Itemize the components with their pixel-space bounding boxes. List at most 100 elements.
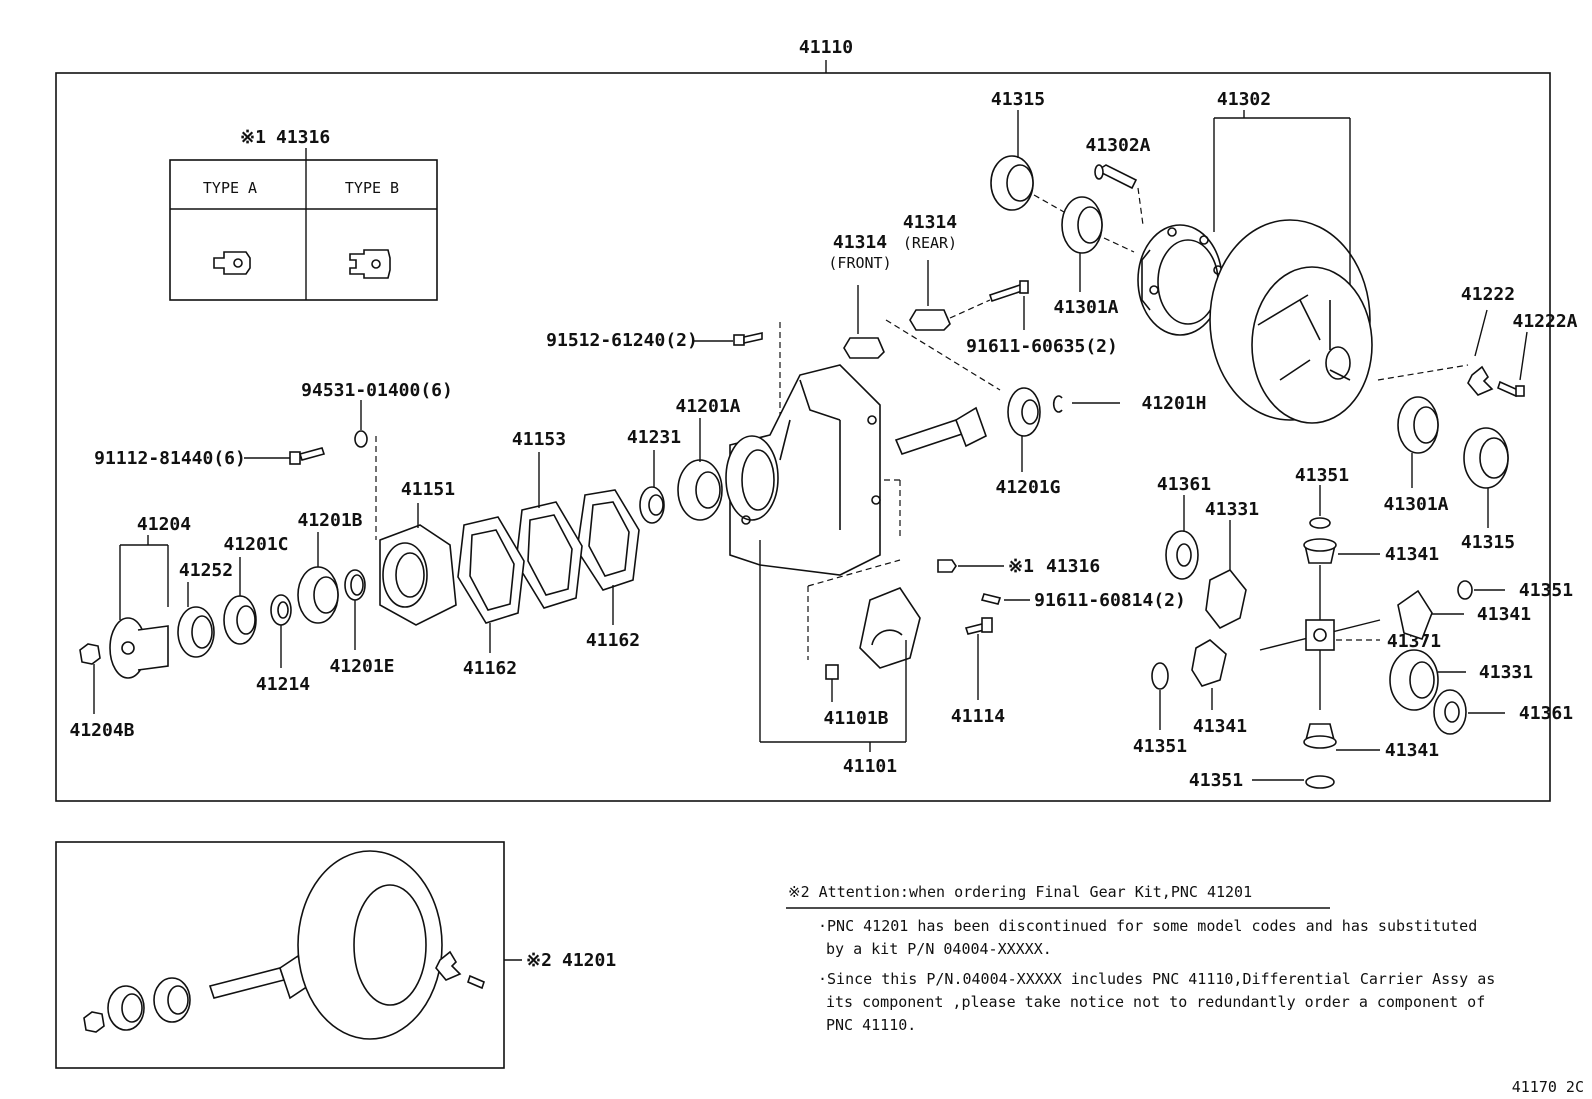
differential-case[interactable] <box>1137 224 1223 336</box>
retainer-41151[interactable] <box>379 524 457 626</box>
label-41361-top[interactable]: 41361 <box>1157 474 1211 495</box>
spacer-41201H[interactable] <box>1052 395 1063 413</box>
label-41222A[interactable]: 41222A <box>1512 311 1577 332</box>
gasket-41162-right[interactable] <box>576 489 640 591</box>
pinion-gear-41341-left[interactable] <box>1191 639 1227 687</box>
label-91611-60814[interactable]: 91611-60814(2) <box>1034 590 1186 611</box>
label-41204[interactable]: 41204 <box>137 514 191 535</box>
label-41351-bottom[interactable]: 41351 <box>1189 770 1243 791</box>
bearing-41201G[interactable] <box>1007 387 1041 437</box>
label-41302[interactable]: 41302 <box>1217 89 1271 110</box>
bolt-91512-61240[interactable] <box>733 332 763 346</box>
label-41316-mid[interactable]: 41316 <box>1046 556 1100 577</box>
washer-41361-top[interactable] <box>1165 530 1199 580</box>
label-41331-right[interactable]: 41331 <box>1479 662 1533 683</box>
label-41222[interactable]: 41222 <box>1461 284 1515 305</box>
nut-41204B[interactable] <box>79 643 101 665</box>
spacer-41231[interactable] <box>639 486 665 524</box>
dowel-41101B[interactable] <box>825 664 839 680</box>
label-41162-right[interactable]: 41162 <box>586 630 640 651</box>
label-41301A-right[interactable]: 41301A <box>1383 494 1448 515</box>
label-41204B[interactable]: 41204B <box>69 720 134 741</box>
label-41201[interactable]: 41201 <box>562 950 616 971</box>
washer-41361-right[interactable] <box>1433 689 1467 735</box>
label-41201C[interactable]: 41201C <box>223 534 288 555</box>
label-41201G[interactable]: 41201G <box>995 477 1060 498</box>
label-41201H[interactable]: 41201H <box>1141 393 1206 414</box>
label-41341-bottom[interactable]: 41341 <box>1385 740 1439 761</box>
bearing-cap-assy[interactable] <box>859 587 921 669</box>
bolt-41302A[interactable] <box>1094 164 1138 190</box>
drive-pinion[interactable] <box>894 406 987 455</box>
flange-41204[interactable] <box>109 617 169 679</box>
label-41101B[interactable]: 41101B <box>823 708 888 729</box>
bearing-41201B[interactable] <box>297 566 339 624</box>
washer-94531-01400[interactable] <box>354 430 368 448</box>
label-41302A[interactable]: 41302A <box>1085 135 1150 156</box>
seal-41252[interactable] <box>177 606 215 658</box>
washer-41214[interactable] <box>270 594 292 626</box>
label-41252[interactable]: 41252 <box>179 560 233 581</box>
bearing-cap-41314-rear[interactable] <box>909 309 951 331</box>
seal-41315-right[interactable] <box>1463 427 1509 489</box>
oil-seal-41201E[interactable] <box>344 569 366 601</box>
assembly-label[interactable]: 41110 <box>799 37 853 58</box>
carrier-housing-41101[interactable] <box>725 364 881 576</box>
label-41101[interactable]: 41101 <box>843 756 897 777</box>
washer-41351-bottom[interactable] <box>1305 775 1335 789</box>
bearing-41201A[interactable] <box>677 459 723 521</box>
label-41314-front[interactable]: 41314 <box>833 232 887 253</box>
bolt-91611-60814[interactable] <box>980 593 1002 605</box>
label-41315-top[interactable]: 41315 <box>991 89 1045 110</box>
label-91512-61240[interactable]: 91512-61240(2) <box>546 330 698 351</box>
bearing-cap-41314-front[interactable] <box>843 337 885 359</box>
spider-41371[interactable] <box>1259 565 1381 710</box>
final-gear-kit-drawing[interactable] <box>83 850 485 1040</box>
bolt-41114[interactable] <box>964 617 993 635</box>
seal-41315-top[interactable] <box>990 155 1034 211</box>
label-41341-right[interactable]: 41341 <box>1477 604 1531 625</box>
bolt-91112-81440[interactable] <box>289 447 326 465</box>
label-41201E[interactable]: 41201E <box>329 656 394 677</box>
label-41361-right[interactable]: 41361 <box>1519 703 1573 724</box>
bearing-41301A-right[interactable] <box>1397 396 1439 454</box>
label-41341-top[interactable]: 41341 <box>1385 544 1439 565</box>
label-41314-rear[interactable]: 41314 <box>903 212 957 233</box>
label-41341-left[interactable]: 41341 <box>1193 716 1247 737</box>
pinion-gear-41341-top[interactable] <box>1303 538 1337 564</box>
label-41331-top[interactable]: 41331 <box>1205 499 1259 520</box>
ring-gear[interactable] <box>1209 219 1373 424</box>
label-41231[interactable]: 41231 <box>627 427 681 448</box>
pinion-gear-41341-bottom[interactable] <box>1303 723 1337 749</box>
gasket-41162-left[interactable] <box>457 516 525 624</box>
clip-41316-mid[interactable] <box>937 559 957 573</box>
label-41214[interactable]: 41214 <box>256 674 310 695</box>
label-41153[interactable]: 41153 <box>512 429 566 450</box>
bolt-41222A[interactable] <box>1497 380 1525 398</box>
bolt-91611-60635[interactable] <box>988 280 1029 303</box>
washer-41351-left[interactable] <box>1151 662 1169 690</box>
bearing-41301A-top[interactable] <box>1061 196 1103 254</box>
lock-plate-41222[interactable] <box>1467 365 1494 396</box>
gasket-41153[interactable] <box>515 501 583 609</box>
side-gear-41331-top[interactable] <box>1205 568 1247 630</box>
label-41351-left[interactable]: 41351 <box>1133 736 1187 757</box>
label-41315-right[interactable]: 41315 <box>1461 532 1515 553</box>
spacer-41201C[interactable] <box>223 595 257 645</box>
washer-41351-right[interactable] <box>1457 580 1473 600</box>
label-41351-top[interactable]: 41351 <box>1295 465 1349 486</box>
label-41114[interactable]: 41114 <box>951 706 1005 727</box>
label-41201B[interactable]: 41201B <box>297 510 362 531</box>
label-41351-right[interactable]: 41351 <box>1519 580 1573 601</box>
side-gear-41331-right[interactable] <box>1389 649 1439 711</box>
label-91611-60635[interactable]: 91611-60635(2) <box>966 336 1118 357</box>
label-41371[interactable]: 41371 <box>1387 631 1441 652</box>
label-91112-81440[interactable]: 91112-81440(6) <box>94 448 246 469</box>
label-41162-left[interactable]: 41162 <box>463 658 517 679</box>
label-94531-01400[interactable]: 94531-01400(6) <box>301 380 453 401</box>
label-41201A[interactable]: 41201A <box>675 396 740 417</box>
washer-41351-top[interactable] <box>1309 517 1331 529</box>
clip-label[interactable]: 41316 <box>276 127 330 148</box>
label-41301A-top[interactable]: 41301A <box>1053 297 1118 318</box>
label-41151[interactable]: 41151 <box>401 479 455 500</box>
